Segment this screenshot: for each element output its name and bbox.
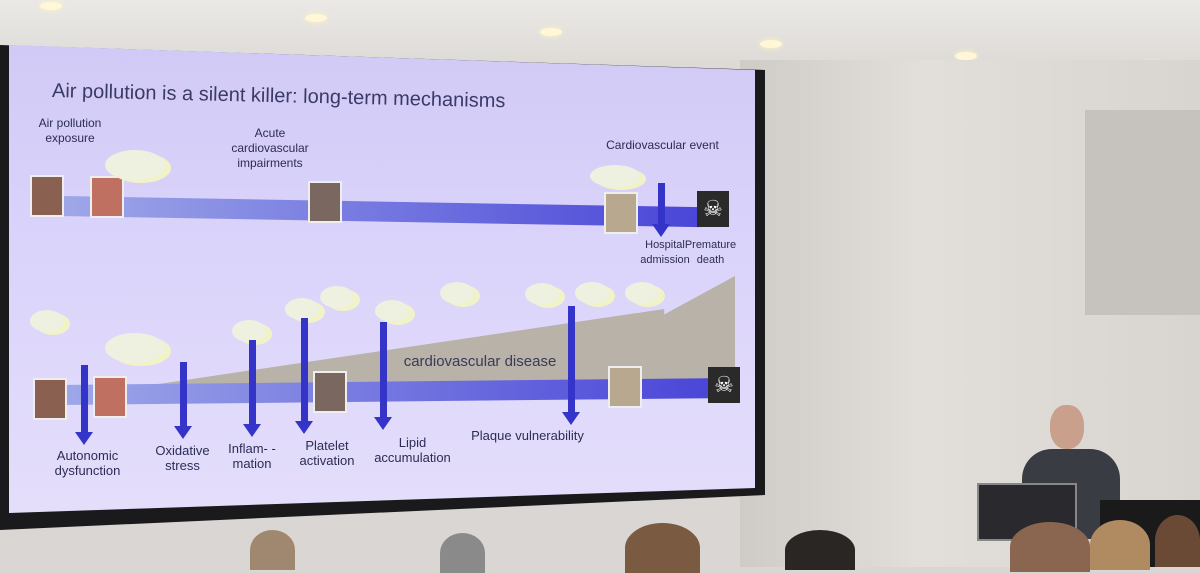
pollution-cloud — [525, 283, 559, 305]
slide-title: Air pollution is a silent killer: long-t… — [51, 80, 506, 113]
down-arrow — [652, 183, 670, 237]
photo-elderly-2 — [608, 366, 642, 408]
pollution-cloud — [590, 165, 640, 187]
mechanism-label: Inflam- -mation — [228, 441, 276, 471]
pollution-cloud — [440, 282, 474, 304]
skull-icon-2: ☠ — [708, 367, 740, 403]
mechanism-label: Lipid accumulation — [374, 435, 451, 465]
down-arrow — [243, 340, 261, 437]
audience-head — [785, 530, 855, 570]
audience-head — [1155, 515, 1200, 567]
pollution-cloud — [105, 150, 165, 180]
audience-head — [625, 523, 700, 573]
audience-head — [1010, 522, 1090, 572]
pollution-cloud — [375, 300, 409, 322]
mechanism-label: Platelet activation — [299, 438, 355, 468]
label-disease: cardiovascular disease — [403, 353, 557, 370]
photo-athlete-2 — [313, 371, 347, 413]
label-exposure: Air pollution exposure — [38, 116, 102, 145]
pollution-cloud — [575, 282, 609, 304]
pollution-cloud — [320, 286, 354, 308]
photo-child — [90, 176, 124, 218]
down-arrow — [374, 322, 392, 430]
label-acute: Acute cardiovascular impairments — [231, 126, 309, 170]
down-arrow — [75, 365, 93, 445]
audience-head — [250, 530, 295, 570]
down-arrow — [174, 362, 192, 439]
photo-exposure-2 — [33, 378, 67, 420]
down-arrow — [562, 306, 580, 425]
photo-child-2 — [93, 376, 127, 418]
photo-athlete — [308, 181, 342, 223]
label-event: Cardiovascular event — [606, 138, 719, 152]
mechanism-label: Plaque vulnerability — [471, 428, 584, 443]
pollution-cloud — [625, 282, 659, 304]
skull-icon: ☠ — [697, 191, 729, 227]
wall-panel — [1085, 110, 1200, 315]
label-death: Premature death — [684, 239, 737, 266]
audience-head — [440, 533, 485, 573]
photo-elderly — [604, 192, 638, 234]
pollution-cloud — [285, 298, 319, 320]
mechanism-label: Autonomic dysfunction — [54, 448, 121, 478]
mechanism-label: Oxidative stress — [155, 443, 210, 473]
pollution-cloud — [105, 333, 165, 363]
photo-exposure — [30, 175, 64, 217]
pollution-cloud — [30, 310, 64, 332]
label-hospital: Hospital admission — [640, 239, 690, 266]
down-arrow — [295, 318, 313, 434]
pollution-cloud — [232, 320, 266, 342]
audience-head — [1090, 520, 1150, 570]
